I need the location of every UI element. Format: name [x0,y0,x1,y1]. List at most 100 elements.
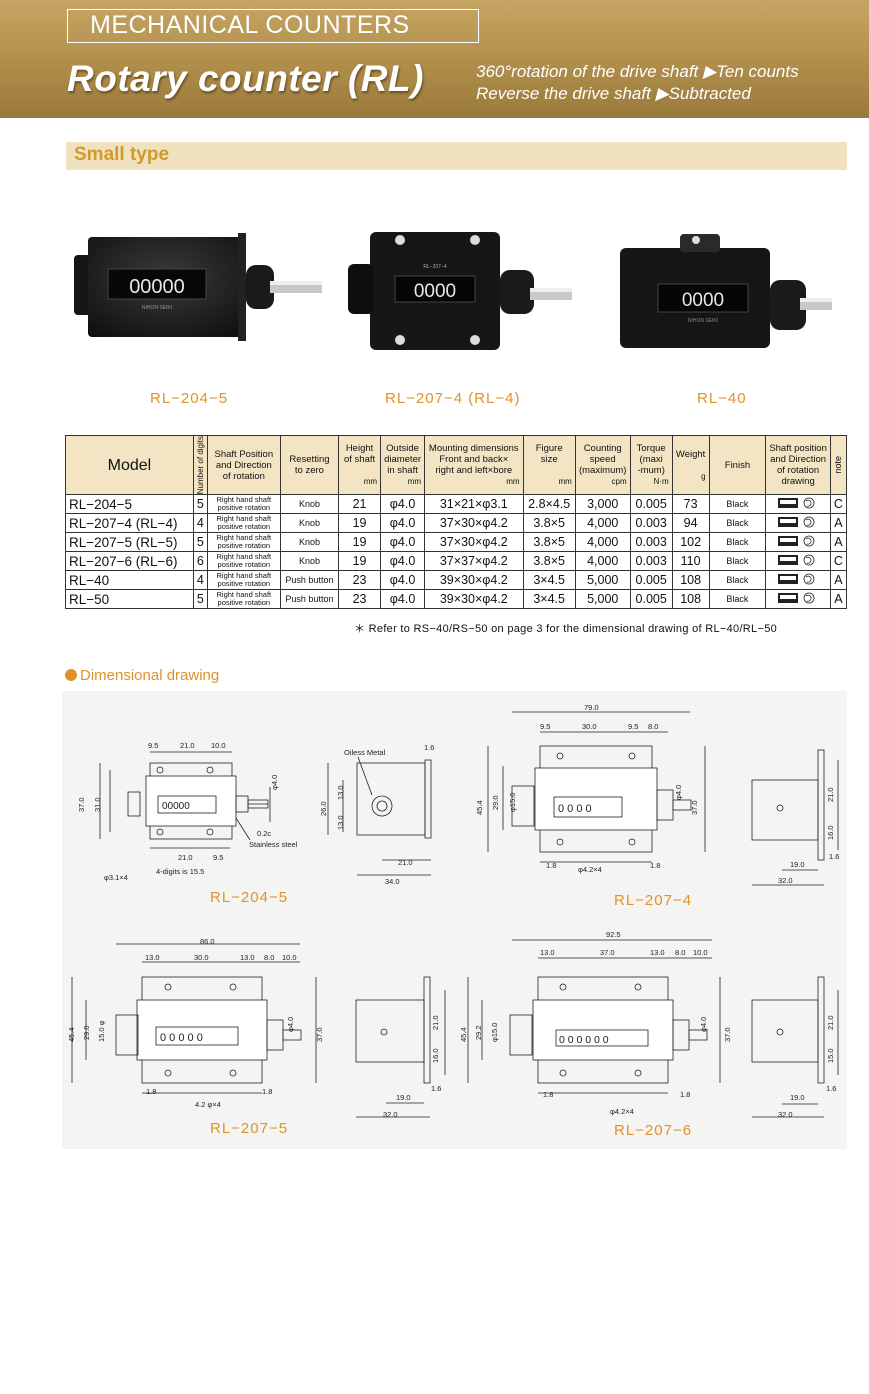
cell-mount: 37×37×φ4.2 [424,551,524,572]
photo-rl-207-4: 0000 RL−207−4 [348,232,572,350]
drawing-label-rl-204-5: RL−204−5 [210,889,288,906]
cell-height: 19 [338,513,382,534]
footnote: ＊ Refer to RS−40/RS−50 on page 3 for the… [354,623,778,635]
cell-finish: Black [708,589,767,610]
photo-digits: 0000 [414,281,456,302]
svg-text:92.5: 92.5 [606,930,621,939]
header-finish: Finish [708,434,767,496]
svg-text:Oiless Metal: Oiless Metal [344,748,386,757]
svg-text:32.0: 32.0 [383,1110,398,1119]
svg-text:1.6: 1.6 [424,743,434,752]
drawing-rl-204-5-front [99,751,271,849]
drawing-digits: 00000 [162,801,190,812]
drawing-rl-207-6-side [751,976,839,1118]
svg-text:37.0: 37.0 [77,797,86,812]
svg-text:29.0: 29.0 [491,795,500,810]
svg-text:30.0: 30.0 [582,722,597,731]
svg-text:9.5: 9.5 [628,722,638,731]
cell-weight: 108 [671,589,710,610]
header-model: Model [65,434,194,496]
svg-text:32.0: 32.0 [778,876,793,885]
svg-text:1.6: 1.6 [826,1084,836,1093]
svg-text:φ4.0: φ4.0 [699,1017,708,1032]
svg-text:1.8: 1.8 [680,1090,690,1099]
cell-mount: 37×30×φ4.2 [424,513,524,534]
cell-mount: 39×30×φ4.2 [424,589,524,610]
bullet-dot [65,669,77,681]
svg-text:37.0: 37.0 [315,1027,324,1042]
cell-weight: 108 [671,570,710,591]
drawing-rl-207-4-side [751,749,839,886]
direction-drawing-icon [765,589,831,610]
svg-text:13.0: 13.0 [336,815,345,830]
svg-text:8.0: 8.0 [648,722,658,731]
svg-text:15.0 φ: 15.0 φ [97,1020,106,1042]
svg-text:φ3.1×4: φ3.1×4 [104,873,128,882]
drawing-rl-207-4-front [487,711,706,863]
svg-text:0.2c: 0.2c [257,829,271,838]
svg-text:10.0: 10.0 [211,741,226,750]
svg-text:4.2 φ×4: 4.2 φ×4 [195,1100,221,1109]
photo-digits: 0000 [682,290,724,311]
dimensional-heading: Dimensional drawing [65,667,219,684]
page-title: Rotary counter (RL) [67,58,424,99]
cell-note: A [829,513,848,534]
svg-text:13.0: 13.0 [650,948,665,957]
category-label: MECHANICAL COUNTERS [67,9,479,43]
subtitle-line-2: Reverse the drive shaft ▶Subtracted [476,84,751,103]
svg-text:13.0: 13.0 [336,785,345,800]
drawing-digits: 0 0 0 0 0 0 [559,1034,609,1046]
drawing-rl-204-5-side [327,756,432,876]
svg-text:φ4.0: φ4.0 [674,785,683,800]
svg-text:19.0: 19.0 [396,1093,411,1102]
svg-text:φ15.0: φ15.0 [490,1023,499,1042]
svg-text:86.0: 86.0 [200,937,215,946]
svg-text:8.0: 8.0 [675,948,685,957]
svg-text:φ4.2×4: φ4.2×4 [610,1107,634,1116]
subtitle-line-1: 360°rotation of the drive shaft ▶Ten cou… [476,62,799,81]
svg-text:1.8: 1.8 [650,861,660,870]
svg-text:21.0: 21.0 [180,741,195,750]
cell-model: RL−50 [65,589,194,610]
cell-fig: 3×4.5 [522,589,576,610]
svg-text:21.0: 21.0 [826,787,835,802]
cell-reset: Push button [279,589,340,610]
cell-torque: 0.005 [629,589,673,610]
cell-torque: 0.003 [629,513,673,534]
svg-text:φ4.2×4: φ4.2×4 [578,865,602,874]
svg-text:9.5: 9.5 [148,741,158,750]
svg-text:19.0: 19.0 [790,860,805,869]
svg-text:φ4.0: φ4.0 [270,775,279,790]
photo-rl-40: 0000 NIHON SEIKI [620,234,832,348]
svg-text:1.6: 1.6 [829,852,839,861]
svg-text:13.0: 13.0 [540,948,555,957]
drawing-rl-207-5-side [355,976,446,1118]
cell-od: φ4.0 [380,494,426,515]
svg-text:4-digits is 15.5: 4-digits is 15.5 [156,867,204,876]
header-note: note [829,434,848,496]
svg-text:13.0: 13.0 [145,953,160,962]
cell-mount: 31×21×φ3.1 [424,494,524,515]
cell-speed: 4,000 [574,551,631,572]
section-heading: Small type [66,142,847,170]
drawing-digits: 0 0 0 0 0 [160,1032,203,1044]
cell-fig: 2.8×4.5 [522,494,576,515]
svg-text:16.0: 16.0 [826,825,835,840]
svg-text:9.5: 9.5 [213,853,223,862]
svg-text:8.0: 8.0 [264,953,274,962]
header-torque: Torque(maxi-mum)N·m [629,434,673,496]
svg-text:37.0: 37.0 [723,1027,732,1042]
svg-text:29.0: 29.0 [82,1025,91,1040]
svg-text:32.0: 32.0 [778,1110,793,1119]
drawing-rl-207-6-front [467,939,721,1094]
